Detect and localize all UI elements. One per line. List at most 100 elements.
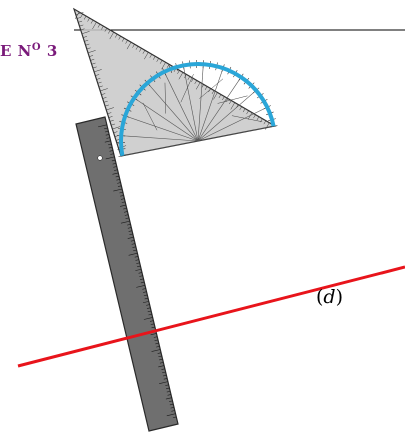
ruler-tick (124, 214, 129, 216)
set-square-tick (118, 36, 121, 40)
set-square-tick (96, 78, 101, 80)
set-square-tick (106, 107, 114, 111)
ruler-tick (111, 159, 116, 162)
ruler-tick (136, 265, 141, 268)
heading-prefix: E N (0, 42, 32, 60)
set-square-tick (239, 106, 242, 111)
set-square-tick (177, 70, 180, 74)
ruler-tick (170, 407, 175, 409)
set-square-tick (87, 50, 96, 54)
ruler-tick (163, 378, 168, 380)
ruler-tick (142, 288, 146, 290)
set-square-tick (112, 126, 121, 130)
protractor-ray (163, 71, 199, 142)
protractor-ray (197, 90, 257, 142)
ruler-tick (105, 156, 115, 160)
ruler-tick (142, 301, 149, 304)
ruler-tick (130, 240, 135, 242)
set-square-tick (132, 44, 135, 48)
set-square-tick (166, 64, 170, 68)
protractor-hatch (231, 115, 263, 123)
protractor-ray (147, 82, 199, 142)
set-square-tick (156, 58, 159, 62)
protractor-hatch (217, 95, 248, 104)
set-square-tick (80, 13, 83, 18)
ruler-tick (149, 320, 154, 322)
set-square-tick (229, 100, 232, 105)
ruler-tick (144, 297, 149, 300)
protractor-hatch (199, 78, 224, 99)
set-square-tick (135, 46, 139, 50)
set-square-tick (76, 17, 81, 19)
ruler-tick (112, 172, 119, 175)
set-square-tick (246, 110, 249, 115)
ruler-tick (113, 166, 117, 168)
set-square-tick (94, 69, 102, 73)
ruler-tick (123, 211, 128, 213)
set-square-tick (194, 80, 197, 85)
set-square-tick (78, 20, 83, 23)
ruler-tick (143, 294, 148, 297)
ruler-tick (148, 313, 152, 316)
ruler-tick (158, 355, 162, 358)
set-square-tick (218, 94, 222, 99)
set-square-tick (109, 32, 114, 40)
ruler-tick (106, 137, 110, 139)
set-square-tick (92, 21, 97, 30)
ruler-tick (105, 134, 110, 136)
ruler-tick (129, 233, 133, 236)
ruler-tick (165, 397, 172, 400)
heading-sup: O (31, 42, 42, 53)
ruler-tick (125, 217, 130, 219)
ruler-tick (166, 390, 171, 393)
line-d-label: (d) (316, 286, 343, 308)
ruler-tick (113, 188, 123, 192)
ruler-tick (117, 182, 121, 184)
set-square-tick (85, 43, 90, 46)
ruler-tick (165, 387, 170, 390)
set-square-tick (265, 122, 270, 130)
ruler-tick (114, 169, 118, 171)
ruler-tick (146, 307, 151, 309)
set-square-tick (159, 60, 163, 64)
set-square-tick (92, 66, 97, 69)
ruler-tick (127, 236, 134, 239)
set-square-tick (213, 92, 218, 100)
ruler-tick (131, 243, 136, 245)
ruler-tick (133, 249, 137, 252)
set-square-tick (84, 39, 89, 42)
ruler-tick (104, 127, 108, 130)
protractor-tick (118, 154, 127, 157)
set-square-tick (247, 112, 253, 120)
ruler-tick (161, 368, 165, 370)
set-square-tick (111, 123, 116, 126)
ruler-tick (162, 374, 167, 377)
protractor-ray (182, 65, 199, 142)
ruler-tick (151, 326, 156, 329)
ruler-tick (123, 207, 127, 210)
set-square-tick (98, 85, 103, 88)
set-square-tick (108, 30, 111, 34)
set-square (72, 7, 278, 157)
ruler-tick (139, 275, 143, 277)
protractor-hatch (142, 102, 158, 131)
set-square-tick (144, 52, 149, 60)
set-square-tick (97, 23, 101, 28)
line-label-close: ) (335, 286, 344, 308)
set-square-tick (83, 36, 88, 38)
ruler-tick (104, 140, 111, 143)
ruler-hole (97, 155, 103, 161)
set-square-tick (90, 58, 95, 61)
ruler-tick (132, 246, 136, 248)
ruler-tick (134, 256, 139, 258)
ruler-tick (166, 413, 176, 417)
set-square-tick (204, 86, 208, 91)
ruler-tick (120, 195, 124, 197)
set-square-tick (242, 108, 246, 113)
ruler-tick (172, 416, 177, 419)
set-square-tick (256, 116, 260, 121)
protractor-ray (122, 140, 199, 157)
ruler-tick (127, 227, 132, 229)
set-square-tick (90, 19, 94, 24)
set-square-tick (104, 104, 109, 107)
